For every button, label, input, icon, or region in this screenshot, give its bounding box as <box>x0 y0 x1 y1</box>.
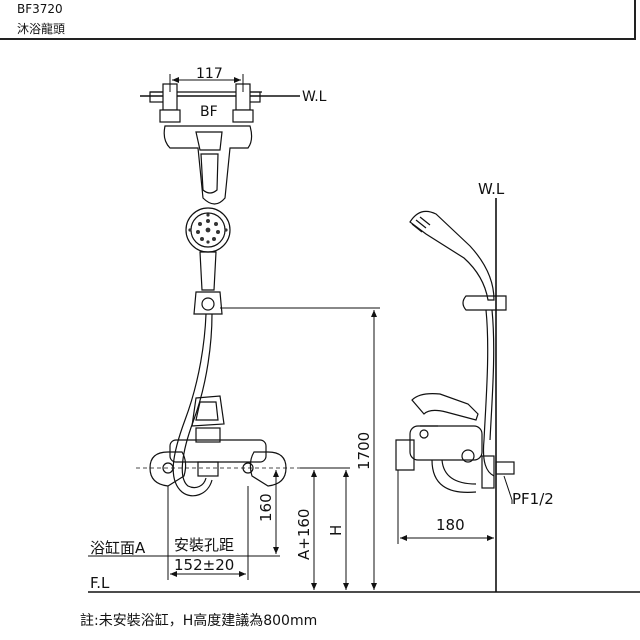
dim-spacing <box>167 486 249 580</box>
dim-117-label: 117 <box>196 66 223 82</box>
product-name: 沐浴龍頭 <box>17 22 66 36</box>
depth-180: 180 <box>436 516 465 534</box>
model-number: BF3720 <box>17 2 63 16</box>
dim-117 <box>169 74 244 92</box>
wall-line-top: W.L <box>302 89 327 105</box>
thread-label: PF1/2 <box>512 490 554 508</box>
dim-180 <box>397 470 494 544</box>
height-a160: A+160 <box>295 509 313 560</box>
spacing-label: 安裝孔距 <box>174 536 234 554</box>
thread-leader <box>503 475 513 504</box>
top-view: BF <box>140 83 300 205</box>
side-wall-label: W.L <box>478 180 505 198</box>
footer-note: 註:未安裝浴缸，H高度建議為800mm <box>80 613 318 629</box>
height-h: H <box>327 525 345 536</box>
spacing-value: 152±20 <box>174 556 234 574</box>
tub-surface-label: 浴缸面A <box>90 539 146 557</box>
shower-head-front <box>172 207 231 497</box>
floor-label: F.L <box>90 574 110 592</box>
mixer-front <box>149 395 287 487</box>
side-view-fixture <box>395 210 515 493</box>
height-160: 160 <box>257 493 275 522</box>
height-1700: 1700 <box>355 432 373 470</box>
title-box: BF3720 沐浴龍頭 <box>0 0 636 40</box>
svg-text:BF: BF <box>200 104 218 120</box>
dim-verticals <box>220 307 380 590</box>
